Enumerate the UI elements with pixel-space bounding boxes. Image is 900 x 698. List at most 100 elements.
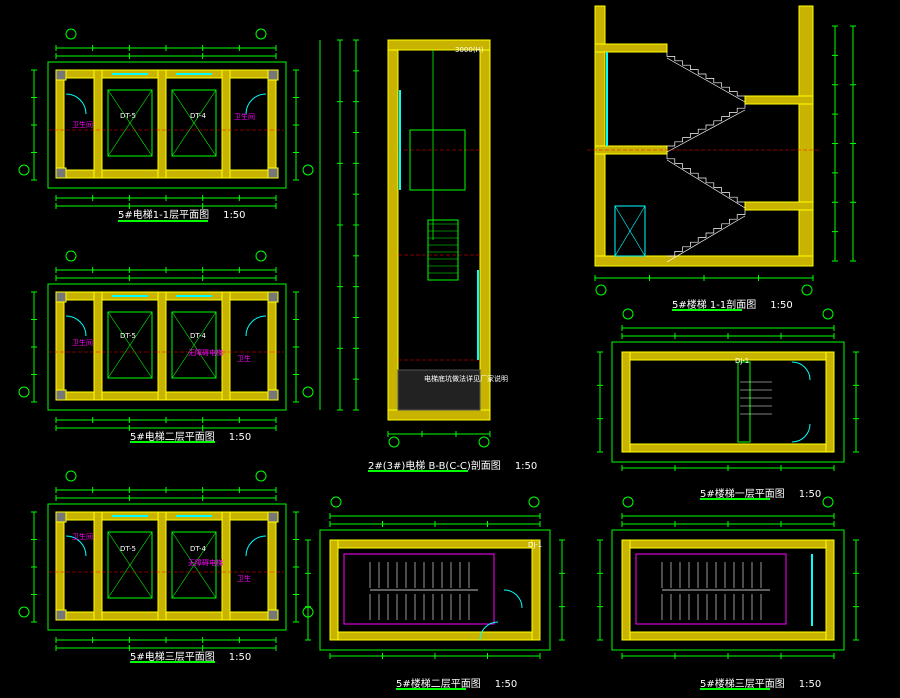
plan-3-axis-a <box>18 606 30 618</box>
plan-2-x1b <box>107 311 153 379</box>
plan-3-col-t1 <box>267 511 279 523</box>
plan-2-x2b <box>171 311 217 379</box>
plan-2-axis-1 <box>65 250 77 262</box>
stair-plan-3-wall-right <box>825 539 835 641</box>
plan-3-wall-mid-2 <box>157 511 167 621</box>
section-elevator-title-underline <box>368 470 468 472</box>
stair-plan-3-title-text: 5#楼梯三层平面图 <box>700 679 785 690</box>
plan-2-wall-mid-2 <box>157 291 167 401</box>
sec-stair-flight-1-soffit <box>666 57 746 103</box>
stair-plan-1-axis-2 <box>822 308 834 320</box>
plan-1-elevator-2-shaft <box>171 89 217 157</box>
stair-plan-1-wall-right <box>825 351 835 453</box>
stair-plan-2-door <box>503 589 523 609</box>
stair-plan-1-wall-left <box>621 351 631 453</box>
plan-3-axis-2 <box>255 470 267 482</box>
stair-plan-3-wall-left <box>621 539 631 641</box>
sec-elev-axis-1 <box>388 436 400 448</box>
stair-plan-2-inner <box>343 553 495 625</box>
section-elevator-scale: 1:50 <box>514 461 538 472</box>
plan-1-col-t1 <box>267 69 279 81</box>
plan-2-scale: 1:50 <box>228 432 252 443</box>
stair-plan-2-axis-2 <box>528 496 540 508</box>
plan-2-col-b1 <box>267 389 279 401</box>
plan-1-col-b1 <box>267 167 279 179</box>
sec-elev-wall-bottom <box>387 409 491 421</box>
plan-2-axis-b <box>302 386 314 398</box>
stair-plan-2-wall-left <box>329 539 339 641</box>
plan-2-door-swing-right <box>245 315 267 337</box>
stair-plan-2-scale: 1:50 <box>494 679 518 690</box>
section-stair-title-text: 5#楼梯 1-1剖面图 <box>672 300 757 311</box>
section-elevator-title-text: 2#(3#)电梯 B-B(C-C)剖面图 <box>368 461 501 472</box>
sec-stair-flight-2-soffit <box>666 109 746 153</box>
plan-2-wall-mid-3 <box>221 291 231 401</box>
stair-plan-3-scale: 1:50 <box>798 679 822 690</box>
plan-3-door-swing-left <box>65 535 87 557</box>
plan-2-note-right: 卫生 <box>237 355 251 363</box>
plan-1-room-right-label: 卫生间 <box>234 113 255 121</box>
sec-elev-counterweight <box>427 219 459 281</box>
sec-stair-wall-right <box>798 5 814 267</box>
plan-2-title-underline <box>130 441 215 443</box>
plan-2-wall-mid-1 <box>93 291 103 401</box>
section-stair-scale: 1:50 <box>770 300 793 311</box>
plan-2-elevator-2-shaft <box>171 311 217 379</box>
sec-stair-door <box>614 205 646 257</box>
plan-2-col-t1 <box>267 291 279 303</box>
plan-2-col-t0 <box>55 291 67 303</box>
stair-plan-1-title: 5#楼梯一层平面图 1:50 <box>700 485 821 500</box>
stair-plan-2-axis-1 <box>330 496 342 508</box>
stair-plan-1-door-2 <box>791 423 811 443</box>
sec-stair-flight-3 <box>666 154 745 203</box>
plan-1-elevator-1-label: DT-5 <box>120 112 137 120</box>
sec-stair-flight-4 <box>667 210 746 257</box>
plan-1-axis-1 <box>65 28 77 40</box>
sec-elev-car <box>409 129 466 191</box>
sec-stair-landing-1 <box>744 95 814 105</box>
plan-1-col-b0 <box>55 167 67 179</box>
stair-plan-2-title-underline <box>396 688 466 690</box>
stair-plan-1-scale: 1:50 <box>798 489 822 500</box>
section-stair-title-underline <box>672 309 742 311</box>
plan-3-col-t0 <box>55 511 67 523</box>
plan-3-title-underline <box>130 661 215 663</box>
sec-elev-wall-left <box>387 39 399 421</box>
sec-elev-wall-top <box>387 39 491 51</box>
plan-3-elevator-2-label: DT-4 <box>190 545 207 553</box>
stair-plan-3-axis-1 <box>622 496 634 508</box>
plan-3-elevator-1-label: DT-5 <box>120 545 137 553</box>
plan-2-room-left-label: 卫生间 <box>72 339 93 347</box>
plan-2-elevator-2-label: DT-4 <box>190 332 207 340</box>
stair-plan-2-door-2 <box>479 621 499 641</box>
plan-2-door-swing-left <box>65 315 87 337</box>
plan-3-wall-right <box>267 511 277 621</box>
plan-1-elevator-2-label: DT-4 <box>190 112 207 120</box>
stair-plan-1-wall-bottom <box>621 443 835 453</box>
plan-1-x2b <box>171 89 217 157</box>
plan-3-col-b0 <box>55 609 67 621</box>
plan-1-axis-a <box>18 164 30 176</box>
plan-3-elevator-1-shaft <box>107 531 153 599</box>
stair-plan-1-stair-well <box>737 361 751 443</box>
plan-1-wall-mid-3 <box>221 69 231 179</box>
stair-plan-2-title-text: 5#楼梯二层平面图 <box>396 679 481 690</box>
plan-2-room-right-label: 无障碍电梯 <box>188 349 223 357</box>
plan-1-frame <box>47 61 287 189</box>
stair-plan-1-title-text: 5#楼梯一层平面图 <box>700 489 785 500</box>
sec-elev-axis-2 <box>478 436 490 448</box>
plan-1-wall-mid-2 <box>157 69 167 179</box>
plan-1-wall-mid-1 <box>93 69 103 179</box>
section-elevator-title: 2#(3#)电梯 B-B(C-C)剖面图 1:50 <box>368 457 537 472</box>
plan-3-door-swing-right <box>245 535 267 557</box>
sec-stair-axis-2 <box>801 284 813 296</box>
plan-2-frame <box>47 283 287 411</box>
plan-2-elevator-1-label: DT-5 <box>120 332 137 340</box>
stair-plan-3-wall-bottom <box>621 631 835 641</box>
sec-stair-flight-4-soffit <box>666 215 746 263</box>
stair-plan-2-title: 5#楼梯二层平面图 1:50 <box>396 675 517 690</box>
sec-stair-floor <box>594 255 814 267</box>
